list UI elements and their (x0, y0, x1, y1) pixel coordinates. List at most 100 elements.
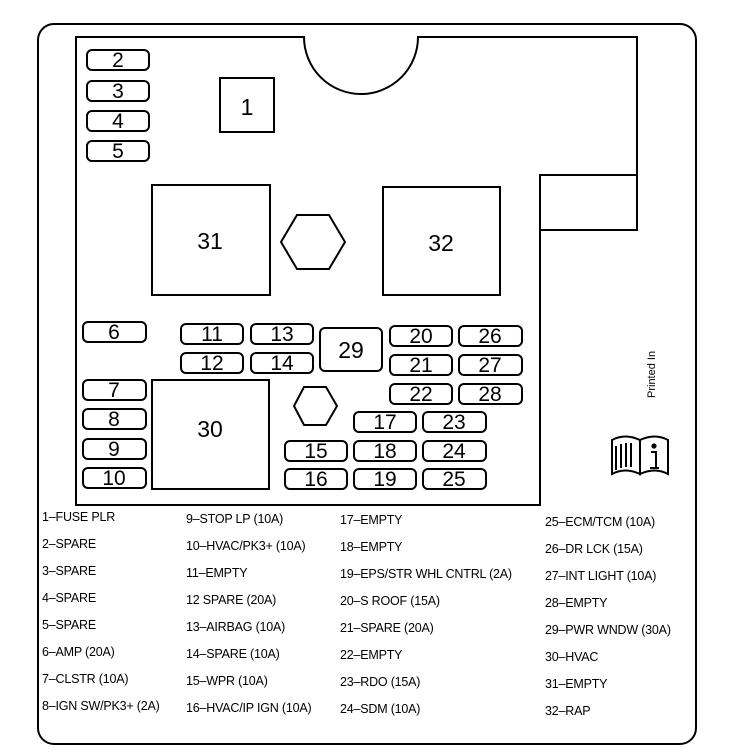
legend-item: 2–SPARE (42, 537, 96, 551)
fuse-17: 17 (353, 411, 417, 434)
legend-item: 8–IGN SW/PK3+ (2A) (42, 699, 160, 713)
svg-text:11: 11 (201, 323, 223, 346)
svg-text:22: 22 (409, 383, 432, 406)
legend-item: 13–AIRBAG (10A) (186, 620, 286, 634)
legend-item: 26–DR LCK (15A) (545, 542, 643, 556)
svg-text:24: 24 (442, 440, 466, 463)
svg-text:23: 23 (442, 411, 465, 434)
legend-item: 5–SPARE (42, 618, 96, 632)
fuse-22: 22 (389, 383, 453, 406)
legend-item: 15–WPR (10A) (186, 674, 268, 688)
fuse-11: 11 (180, 323, 244, 346)
fuse-26: 26 (458, 325, 523, 348)
legend-item: 9–STOP LP (10A) (186, 512, 284, 526)
hex-bolt-lower (292, 386, 339, 426)
svg-text:2: 2 (112, 49, 124, 72)
fuse-23: 23 (422, 411, 487, 434)
svg-text:8: 8 (108, 408, 120, 431)
svg-text:4: 4 (112, 110, 124, 133)
legend-item: 19–EPS/STR WHL CNTRL (2A) (340, 567, 512, 581)
legend-item: 17–EMPTY (340, 513, 403, 527)
fuse-block-outline (75, 36, 638, 506)
legend-item: 30–HVAC (545, 650, 599, 664)
svg-text:6: 6 (108, 321, 120, 344)
legend-item: 22–EMPTY (340, 648, 403, 662)
relay-32: 32 (382, 186, 501, 296)
svg-text:10: 10 (102, 467, 125, 490)
relay-31: 31 (151, 184, 271, 296)
svg-text:20: 20 (409, 325, 432, 348)
legend-item: 10–HVAC/PK3+ (10A) (186, 539, 306, 553)
legend-item: 20–S ROOF (15A) (340, 594, 440, 608)
svg-text:21: 21 (409, 354, 432, 377)
svg-text:14: 14 (270, 352, 294, 375)
owner-manual-icon (611, 435, 669, 476)
legend-item: 3–SPARE (42, 564, 96, 578)
svg-text:29: 29 (338, 337, 364, 363)
fuse-19: 19 (353, 468, 417, 491)
svg-text:3: 3 (112, 80, 124, 103)
svg-text:26: 26 (478, 325, 501, 348)
fuse-21: 21 (389, 354, 453, 377)
legend-item: 6–AMP (20A) (42, 645, 115, 659)
fuse-16: 16 (284, 468, 348, 491)
fuse-4: 4 (86, 110, 150, 133)
legend-item: 27–INT LIGHT (10A) (545, 569, 657, 583)
svg-text:5: 5 (112, 140, 124, 163)
svg-text:18: 18 (373, 440, 396, 463)
legend-item: 7–CLSTR (10A) (42, 672, 129, 686)
fuse-20: 20 (389, 325, 453, 348)
svg-text:7: 7 (108, 379, 120, 402)
fuse-legend: 1–FUSE PLR 2–SPARE 3–SPARE 4–SPARE 5–SPA… (0, 510, 736, 730)
legend-item: 29–PWR WNDW (30A) (545, 623, 671, 637)
fuse-panel-outline (37, 23, 697, 745)
legend-item: 25–ECM/TCM (10A) (545, 515, 656, 529)
svg-text:1: 1 (241, 94, 254, 120)
legend-item: 31–EMPTY (545, 677, 608, 691)
relay-29: 29 (319, 327, 383, 372)
fuse-18: 18 (353, 440, 417, 463)
fuse-24: 24 (422, 440, 487, 463)
svg-text:32: 32 (428, 230, 454, 256)
fuse-6: 6 (82, 321, 147, 344)
legend-item: 1–FUSE PLR (42, 510, 116, 524)
legend-item: 14–SPARE (10A) (186, 647, 280, 661)
svg-text:27: 27 (478, 354, 501, 377)
fuse-14: 14 (250, 352, 314, 375)
svg-text:19: 19 (373, 468, 396, 491)
printed-in-label: Printed In (646, 350, 658, 398)
svg-text:17: 17 (373, 411, 396, 434)
legend-item: 28–EMPTY (545, 596, 608, 610)
legend-item: 11–EMPTY (186, 566, 248, 580)
legend-item: 21–SPARE (20A) (340, 621, 434, 635)
hex-bolt-upper (279, 214, 347, 270)
legend-item: 4–SPARE (42, 591, 96, 605)
fuse-7: 7 (82, 379, 147, 402)
legend-item: 24–SDM (10A) (340, 702, 421, 716)
fuse-13: 13 (250, 323, 314, 346)
fuse-2: 2 (86, 49, 150, 72)
relay-1: 1 (219, 77, 275, 133)
fuse-3: 3 (86, 80, 150, 103)
fuse-27: 27 (458, 354, 523, 377)
legend-item: 23–RDO (15A) (340, 675, 421, 689)
legend-item: 32–RAP (545, 704, 591, 718)
fuse-5: 5 (86, 140, 150, 163)
fuse-25: 25 (422, 468, 487, 491)
legend-item: 18–EMPTY (340, 540, 403, 554)
svg-text:31: 31 (197, 228, 223, 254)
svg-text:16: 16 (304, 468, 327, 491)
svg-text:30: 30 (197, 416, 223, 442)
fuse-15: 15 (284, 440, 348, 463)
svg-text:15: 15 (304, 440, 327, 463)
fuse-9: 9 (82, 438, 147, 461)
svg-text:28: 28 (478, 383, 501, 406)
svg-text:25: 25 (442, 468, 465, 491)
svg-text:13: 13 (270, 323, 293, 346)
fuse-28: 28 (458, 383, 523, 406)
relay-30: 30 (151, 379, 270, 490)
fuse-8: 8 (82, 408, 147, 431)
svg-text:12: 12 (200, 352, 223, 375)
legend-item: 16–HVAC/IP IGN (10A) (186, 701, 312, 715)
